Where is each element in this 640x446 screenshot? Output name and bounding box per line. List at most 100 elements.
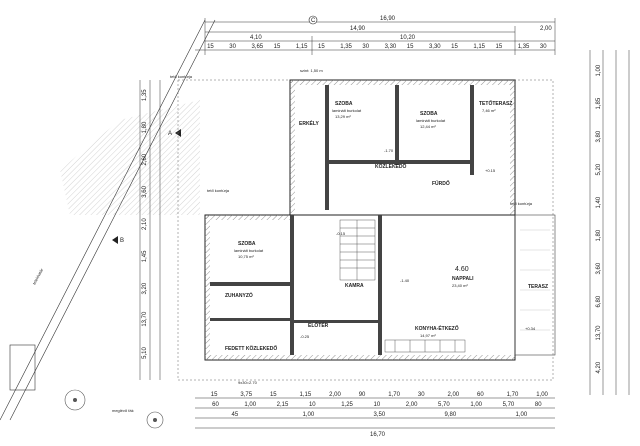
roof-contour-label-2: tető kontúrja bbox=[510, 201, 533, 206]
corner-structure bbox=[9, 344, 36, 391]
dim-value: 5,10 bbox=[142, 347, 148, 359]
room-nappali: 4.60 NAPPALI 23,40 m² bbox=[452, 266, 474, 288]
dim-value: 5,20 bbox=[596, 163, 602, 175]
dim-value: 1,00 bbox=[303, 412, 315, 418]
dim-value: 1,15 bbox=[296, 44, 308, 50]
svg-text:TETŐTERASZ: TETŐTERASZ bbox=[479, 100, 512, 107]
level-2: -1.40 bbox=[400, 278, 410, 283]
dim-value: 15 bbox=[274, 44, 281, 50]
dim-value: 13,70 bbox=[596, 325, 602, 341]
svg-text:14,97 m²: 14,97 m² bbox=[420, 333, 436, 338]
svg-text:SZOBA: SZOBA bbox=[335, 101, 353, 107]
dim-value: 80 bbox=[535, 402, 542, 408]
dim-value: 1,25 bbox=[341, 402, 353, 408]
dim-value: 2,60 bbox=[142, 153, 148, 165]
dim-value: 1,80 bbox=[596, 229, 602, 241]
dim-value: 3,65 bbox=[251, 44, 263, 50]
left-dimension-chains bbox=[139, 80, 161, 380]
dim-value: 2,00 bbox=[329, 392, 341, 398]
dim-value: 15 bbox=[318, 44, 325, 50]
dim-value: 3,30 bbox=[385, 44, 397, 50]
dim-top-total: 16,90 bbox=[380, 16, 396, 22]
svg-text:12,44 m²: 12,44 m² bbox=[420, 124, 436, 129]
dim-value: 1,15 bbox=[300, 392, 312, 398]
dim-value: 3,20 bbox=[142, 282, 148, 294]
room-konyha: KONYHA-ÉTKEZŐ 14,97 m² bbox=[415, 324, 459, 338]
level-4: -0.25 bbox=[300, 334, 310, 339]
dim-bottom-total: 16,70 bbox=[370, 432, 386, 438]
svg-text:7,46 m²: 7,46 m² bbox=[482, 108, 496, 113]
svg-text:SZOBA: SZOBA bbox=[238, 241, 256, 247]
level-5: +0.15 bbox=[485, 168, 496, 173]
dim-value: 1,00 bbox=[470, 402, 482, 408]
room-zuhanyzo: ZUHANYZÓ bbox=[225, 291, 253, 299]
svg-text:23,40 m²: 23,40 m² bbox=[452, 283, 468, 288]
dim-value: 1,70 bbox=[507, 392, 519, 398]
roof-contour bbox=[177, 79, 554, 381]
dim-value: 6,80 bbox=[596, 295, 602, 307]
bottom-dimension-chains bbox=[195, 397, 555, 429]
room-szoba-2: SZOBA laminált burkolat 12,44 m² bbox=[416, 111, 446, 129]
dim-value: 13,70 bbox=[142, 311, 148, 327]
dim-value: 1,00 bbox=[596, 64, 602, 76]
terrace-grid bbox=[520, 229, 550, 331]
dim-value: 1,35 bbox=[340, 44, 352, 50]
dim-value: 15 bbox=[496, 44, 503, 50]
dim-value: 3,50 bbox=[374, 412, 386, 418]
room-tetoterasz: TETŐTERASZ 7,46 m² bbox=[479, 100, 512, 113]
room-szoba-1: SZOBA laminált burkolat 13,29 m² bbox=[332, 101, 362, 119]
dim-top-third-a: 4,10 bbox=[250, 35, 262, 41]
svg-text:13,29 m²: 13,29 m² bbox=[335, 114, 351, 119]
svg-text:laminált burkolat: laminált burkolat bbox=[416, 118, 446, 123]
room-fedett-kozlekedo: FEDETT KÖZLEKEDŐ bbox=[225, 345, 277, 352]
level-1: -1.70 bbox=[384, 148, 394, 153]
existing-trees bbox=[64, 389, 164, 429]
trees-label: meglévő fák bbox=[112, 408, 134, 413]
right-dimension-chains bbox=[589, 50, 630, 395]
dim-value: 90 bbox=[359, 392, 366, 398]
section-marker-c: C bbox=[308, 15, 318, 25]
dim-value: 2,00 bbox=[406, 402, 418, 408]
dim-value: 15 bbox=[451, 44, 458, 50]
room-eloter: ELŐTÉR bbox=[308, 321, 329, 329]
roof-contour-label: tető kontúrja bbox=[207, 188, 230, 193]
dim-value: 3,60 bbox=[142, 185, 148, 197]
dim-value: 1,80 bbox=[142, 121, 148, 133]
dim-value: 3,60 bbox=[596, 262, 602, 274]
dim-value: 10 bbox=[374, 402, 381, 408]
dim-value: 15 bbox=[207, 44, 214, 50]
terrace-outline bbox=[514, 214, 556, 356]
boundary-label: telekhatár bbox=[31, 267, 44, 285]
svg-text:NAPPALI: NAPPALI bbox=[452, 276, 474, 282]
dim-value: 5,70 bbox=[438, 402, 450, 408]
top-dimension-chains bbox=[195, 18, 556, 55]
dim-value: 3,30 bbox=[429, 44, 441, 50]
dim-value: 5,70 bbox=[503, 402, 515, 408]
room-terasz: TERASZ bbox=[528, 284, 548, 290]
dim-value: 60 bbox=[212, 402, 219, 408]
dim-value: 4,20 bbox=[596, 361, 602, 373]
dim-value: 30 bbox=[418, 392, 425, 398]
room-szoba-3: SZOBA laminált burkolat 10,75 m² bbox=[234, 241, 264, 259]
level-note: szint: 1,50 m bbox=[300, 68, 323, 73]
dim-value: 1,70 bbox=[388, 392, 400, 398]
dim-right-vertical: 1,001,853,805,201,401,803,606,8013,704,2… bbox=[596, 64, 602, 373]
dim-value: 3,75 bbox=[240, 392, 252, 398]
dim-value: 15 bbox=[407, 44, 414, 50]
dim-value: 30 bbox=[362, 44, 369, 50]
svg-text:C: C bbox=[311, 18, 316, 24]
level-3: +0.34 bbox=[525, 326, 536, 331]
svg-text:laminált burkolat: laminált burkolat bbox=[234, 248, 264, 253]
dim-top-third-b: 10,20 bbox=[400, 35, 416, 41]
room-erkely: ERKÉLY bbox=[299, 119, 319, 127]
dim-value: 1,15 bbox=[473, 44, 485, 50]
dim-value: 15 bbox=[270, 392, 277, 398]
staircase bbox=[339, 219, 376, 281]
dim-value: 1,00 bbox=[244, 402, 256, 408]
svg-text:10,75 m²: 10,75 m² bbox=[238, 254, 254, 259]
dim-value: 1,45 bbox=[142, 250, 148, 262]
svg-text:KONYHA-ÉTKEZŐ: KONYHA-ÉTKEZŐ bbox=[415, 324, 459, 332]
